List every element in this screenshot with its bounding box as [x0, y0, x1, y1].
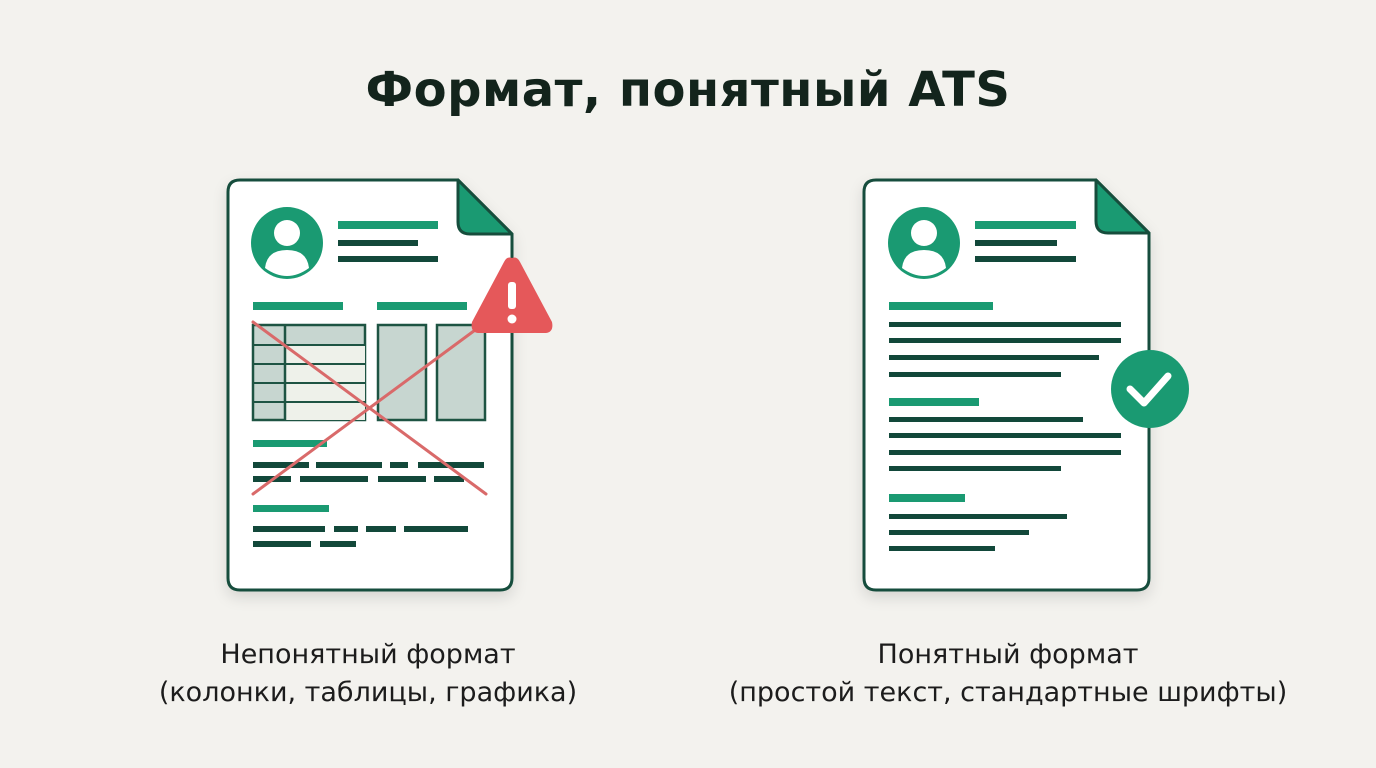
table-graphic	[251, 323, 367, 422]
text-lines	[889, 417, 1121, 471]
header-line	[975, 240, 1057, 246]
folded-corner	[456, 178, 514, 236]
caption-title: Непонятный формат	[220, 639, 516, 670]
checkmark-icon	[1111, 350, 1189, 428]
warning-icon	[471, 257, 553, 333]
page-title: Формат, понятный ATS	[365, 62, 1011, 118]
avatar-icon	[888, 207, 960, 279]
section-heading	[253, 302, 343, 310]
caption-title: Понятный формат	[877, 639, 1139, 670]
folded-corner	[1094, 178, 1151, 235]
header-line	[975, 256, 1076, 262]
caption-detail: (простой текст, стандартные шрифты)	[728, 677, 1288, 708]
bad-format-caption: Непонятный формат (колонки, таблицы, гра…	[110, 636, 626, 712]
name-line	[338, 221, 438, 229]
good-format-caption: Понятный формат (простой текст, стандарт…	[700, 636, 1316, 712]
section-heading	[889, 398, 979, 406]
avatar-icon	[251, 207, 323, 279]
section-heading	[889, 302, 993, 310]
good-resume-document	[862, 178, 1189, 592]
name-line	[975, 221, 1076, 229]
document-page	[226, 178, 514, 592]
section-heading	[253, 440, 327, 447]
text-lines	[889, 514, 1067, 551]
section-heading	[377, 302, 467, 310]
document-page	[862, 178, 1151, 592]
bad-resume-document	[226, 178, 553, 592]
header-line	[338, 256, 438, 262]
cross-out-mark	[251, 320, 488, 496]
dashed-text-lines	[253, 526, 468, 547]
section-heading	[889, 494, 965, 502]
header-line	[338, 240, 418, 246]
section-heading	[253, 505, 329, 512]
text-lines	[889, 322, 1121, 377]
caption-detail: (колонки, таблицы, графика)	[158, 677, 578, 708]
